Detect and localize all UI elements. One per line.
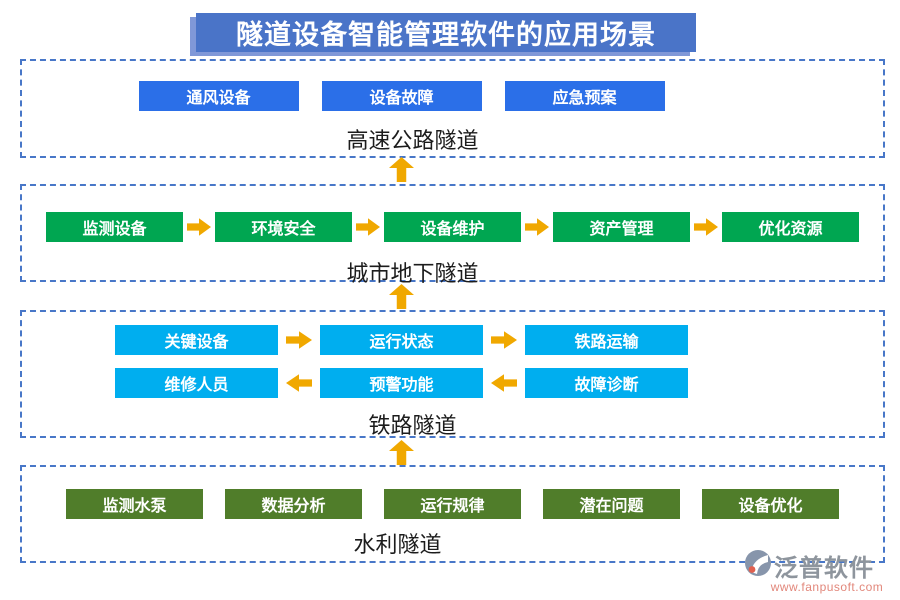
up-arrow-icon xyxy=(389,157,414,182)
diagram-title: 隧道设备智能管理软件的应用场景 xyxy=(236,20,656,50)
fanpu-logo-website: www.fanpusoft.com xyxy=(770,580,884,594)
flow-arrow-right-icon xyxy=(286,331,312,349)
title-bar: 隧道设备智能管理软件的应用场景 xyxy=(196,13,696,52)
railway-node-row-bottom: 维修人员 预警功能 故障诊断 xyxy=(115,368,688,398)
fanpu-logo-icon xyxy=(744,549,772,582)
highway-node-row: 通风设备 设备故障 应急预案 xyxy=(138,81,665,111)
node-ventilation-equipment: 通风设备 xyxy=(138,81,299,111)
fanpu-logo-row: 泛普软件 xyxy=(744,548,892,583)
node-equipment-optimization: 设备优化 xyxy=(702,489,839,519)
node-environment-safety: 环境安全 xyxy=(215,212,352,242)
node-emergency-plan: 应急预案 xyxy=(504,81,665,111)
flow-arrow-right-icon xyxy=(356,218,380,236)
flow-arrow-right-icon xyxy=(491,331,517,349)
flow-arrow-left-icon xyxy=(286,374,312,392)
flow-arrow-left-icon xyxy=(491,374,517,392)
water-node-row: 监测水泵 数据分析 运行规律 潜在问题 设备优化 xyxy=(66,489,839,519)
node-railway-transport: 铁路运输 xyxy=(525,325,688,355)
section-label-highway-tunnel: 高速公路隧道 xyxy=(346,128,479,153)
node-fault-diagnosis: 故障诊断 xyxy=(525,368,688,398)
node-potential-issues: 潜在问题 xyxy=(543,489,680,519)
section-highway-tunnel: 通风设备 设备故障 应急预案 高速公路隧道 xyxy=(20,59,885,158)
node-operation-status: 运行状态 xyxy=(320,325,483,355)
flow-arrow-right-icon xyxy=(187,218,211,236)
node-asset-management: 资产管理 xyxy=(553,212,690,242)
railway-node-rows: 关键设备 运行状态 铁路运输 维修人员 预警功能 故障诊断 xyxy=(115,325,739,398)
fanpu-logo: 泛普软件 www.fanpusoft.com xyxy=(744,548,892,594)
node-monitoring-equipment: 监测设备 xyxy=(46,212,183,242)
node-maintenance-personnel: 维修人员 xyxy=(115,368,278,398)
node-data-analysis: 数据分析 xyxy=(225,489,362,519)
section-water-conservancy-tunnel: 监测水泵 数据分析 运行规律 潜在问题 设备优化 水利隧道 xyxy=(20,465,885,563)
up-arrow-icon xyxy=(389,440,414,465)
node-early-warning-function: 预警功能 xyxy=(320,368,483,398)
flow-arrow-right-icon xyxy=(694,218,718,236)
railway-node-row-top: 关键设备 运行状态 铁路运输 xyxy=(115,325,688,355)
node-key-equipment: 关键设备 xyxy=(115,325,278,355)
section-label-water-conservancy-tunnel: 水利隧道 xyxy=(353,532,442,557)
section-label-urban-underground-tunnel: 城市地下隧道 xyxy=(346,261,479,286)
node-equipment-maintenance: 设备维护 xyxy=(384,212,521,242)
urban-node-row: 监测设备 环境安全 设备维护 资产管理 优化资源 xyxy=(46,212,859,242)
flow-arrow-right-icon xyxy=(525,218,549,236)
node-resource-optimization: 优化资源 xyxy=(722,212,859,242)
section-label-railway-tunnel: 铁路隧道 xyxy=(368,413,457,438)
section-urban-underground-tunnel: 监测设备 环境安全 设备维护 资产管理 优化资源 城市地下隧道 xyxy=(20,184,885,286)
node-operation-pattern: 运行规律 xyxy=(384,489,521,519)
node-monitoring-pump: 监测水泵 xyxy=(66,489,203,519)
node-equipment-failure: 设备故障 xyxy=(321,81,482,111)
section-railway-tunnel: 关键设备 运行状态 铁路运输 维修人员 预警功能 故障诊断 铁路隧道 xyxy=(20,310,885,438)
fanpu-logo-name: 泛普软件 xyxy=(774,555,874,582)
